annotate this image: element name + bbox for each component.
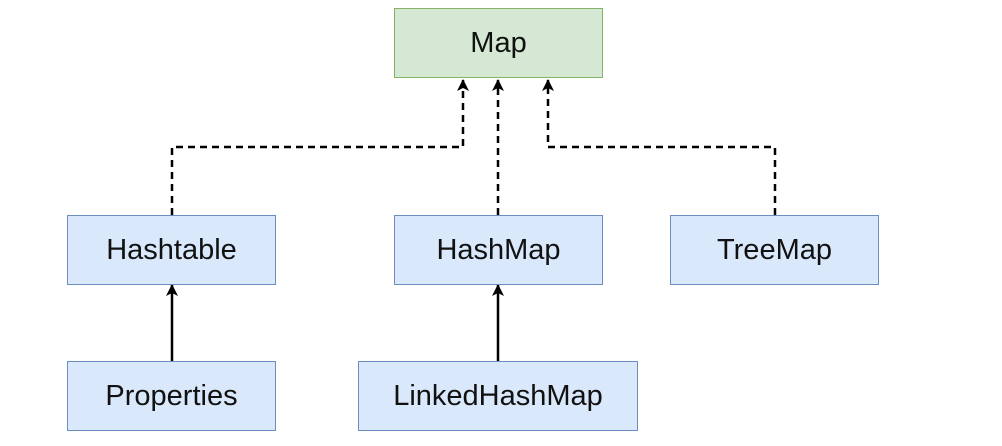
node-hashmap-label: HashMap	[436, 233, 561, 266]
node-properties: Properties	[67, 361, 276, 431]
node-hashtable: Hashtable	[67, 215, 276, 285]
node-map-label: Map	[470, 26, 527, 59]
node-map: Map	[394, 8, 603, 78]
node-treemap-label: TreeMap	[717, 233, 832, 266]
node-linkedhashmap-label: LinkedHashMap	[393, 379, 603, 412]
node-properties-label: Properties	[105, 379, 238, 412]
edge-hashtable-to-map	[170, 79, 469, 215]
node-hashmap: HashMap	[394, 215, 603, 285]
node-linkedhashmap: LinkedHashMap	[358, 361, 638, 431]
edge-treemap-to-map	[542, 79, 777, 215]
node-treemap: TreeMap	[670, 215, 879, 285]
node-hashtable-label: Hashtable	[106, 233, 237, 266]
